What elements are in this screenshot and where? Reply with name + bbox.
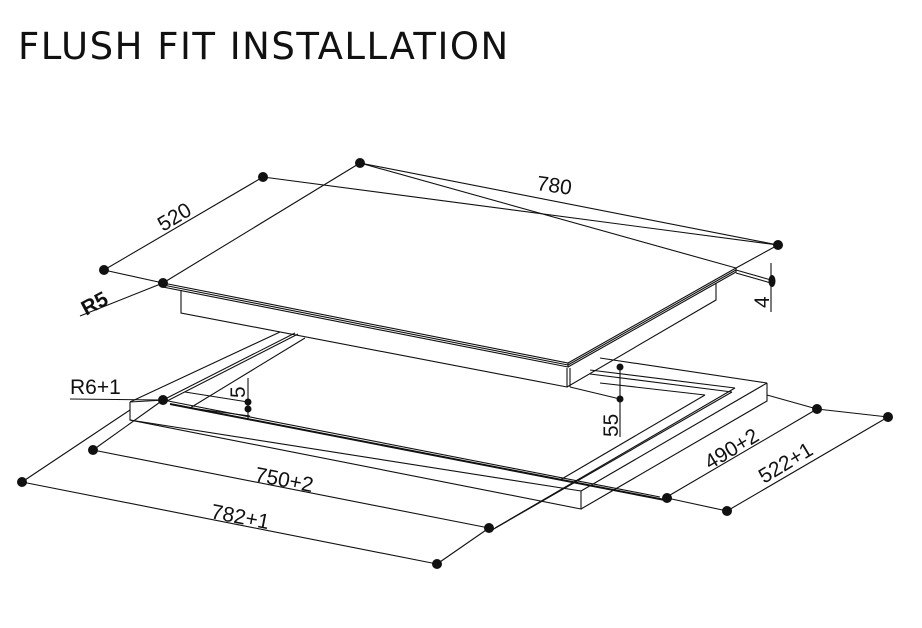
label-body-55: 55	[600, 414, 623, 437]
dimension-782: 782+1	[17, 409, 490, 569]
dimension-55: 55	[569, 363, 624, 437]
label-worktop-782: 782+1	[209, 500, 271, 534]
label-cutout-750: 750+2	[253, 463, 315, 497]
dimension-750: 750+2	[88, 399, 494, 533]
label-depth-520: 520	[154, 199, 196, 237]
dimension-r5: R5	[78, 278, 168, 320]
dimension-4: 4	[735, 263, 776, 312]
page-title: FLUSH FIT INSTALLATION	[18, 25, 510, 68]
label-rebate-5: 5	[227, 386, 250, 398]
label-r6: R6+1	[70, 376, 121, 399]
dimension-520: 520	[99, 172, 268, 284]
cutout-rebate	[162, 332, 736, 531]
hob-glass-top	[161, 162, 738, 368]
label-cutout-490: 490+2	[701, 424, 763, 474]
label-worktop-522: 522+1	[755, 438, 817, 488]
worktop-block	[129, 331, 768, 510]
dimension-522: 522+1	[666, 408, 893, 516]
label-width-780: 780	[535, 172, 573, 200]
dimension-780: 780	[262, 158, 783, 269]
hob-body	[180, 283, 717, 388]
dimension-5: 5	[184, 378, 252, 420]
label-glass-4: 4	[751, 296, 774, 308]
